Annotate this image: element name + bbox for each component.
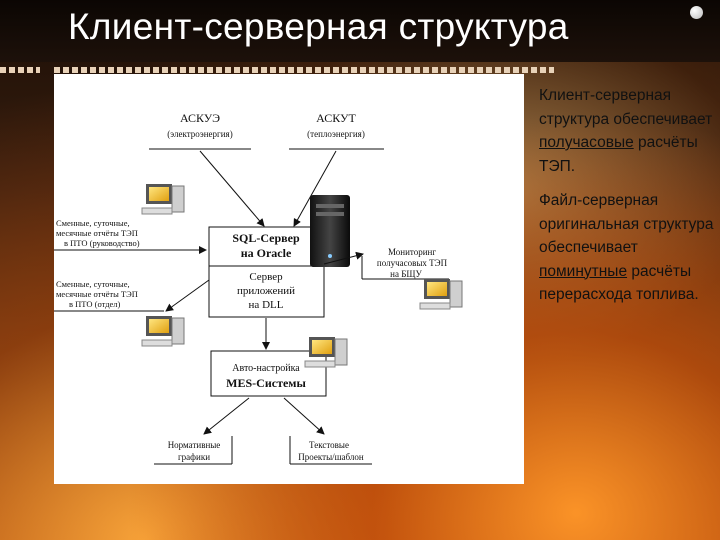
askut-title: АСКУТ [316,111,356,125]
bullet-2-text: Файл-серверная оригинальная структура об… [539,192,714,256]
askut-subtitle: (теплоэнергия) [307,129,365,139]
mes-line1: Авто-настройка [232,363,300,374]
server-tower-icon [310,195,350,267]
reports-management-line: Сменные, суточные, [56,218,130,228]
reports-staff-line: Сменные, суточные, [56,279,130,289]
arrow-to-reports-staff [165,279,210,312]
title-bar [0,0,720,62]
bullet-2-tail: расчёты перерасхода топлива. [539,262,699,304]
dashed-divider [54,67,554,73]
normative-line: Нормативные [168,440,221,450]
normative-line: графики [178,452,210,462]
bullet-1-text: Клиент-серверная структура обеспечивает [539,87,713,128]
arrow-mes-normative [203,397,250,435]
bullet-paragraph-2: Файл-серверная оригинальная структура об… [539,189,714,307]
monitoring-box: Мониторинг получасовых ТЭП на БЩУ [361,247,449,280]
askue-subtitle: (электроэнергия) [167,129,232,139]
reports-staff-line: месячные отчёты ТЭП [56,289,138,299]
arrow-mes-templates [283,397,325,435]
monitoring-line: получасовых ТЭП [377,258,448,268]
slide-title: Клиент-серверная структура [68,6,569,47]
mes-line2: MES-Системы [226,376,306,390]
server-block: SQL-Сервер на Oracle Сервер приложений н… [208,226,325,318]
monitoring-line: на БЩУ [390,269,422,279]
reports-management-box: Сменные, суточные, месячные отчёты ТЭП в… [54,218,164,251]
bullet-2-underlined: поминутные [539,262,628,280]
askut-box: АСКУТ (теплоэнергия) [289,111,384,150]
app-server-line: на DLL [249,299,284,311]
text-templates-line: Проекты/шаблон [298,452,364,462]
askue-box: АСКУЭ (электроэнергия) [149,111,251,150]
bullet-1-tail: расчёты ТЭП. [539,134,698,175]
workstation-icon [141,184,185,215]
workstation-icon [304,337,348,368]
reports-staff-line: в ПТО (отдел) [69,299,121,309]
reports-management-line: в ПТО (руководство) [64,238,140,248]
arrow-to-monitoring [323,251,364,265]
bullet-dot-icon [690,6,703,19]
bullet-1-underlined: получасовые [539,134,634,151]
text-templates-line: Текстовые [309,440,349,450]
workstation-icon [419,279,463,310]
workstation-icon [141,316,185,347]
normative-box: Нормативные графики [154,436,233,465]
app-server-line: Сервер [249,271,283,283]
app-server-line: приложений [237,285,295,297]
askue-title: АСКУЭ [180,111,220,125]
text-templates-box: Текстовые Проекты/шаблон [289,436,372,465]
structure-diagram: АСКУЭ (электроэнергия) АСКУТ (теплоэнерг… [54,111,463,465]
dashed-divider-left [0,67,40,73]
diagram-panel: АСКУЭ (электроэнергия) АСКУТ (теплоэнерг… [54,74,524,484]
bullet-text: Клиент-серверная структура обеспечивает … [539,84,714,318]
sql-server-line: на Oracle [241,246,292,260]
sql-server-line: SQL-Сервер [232,231,300,245]
reports-staff-box: Сменные, суточные, месячные отчёты ТЭП в… [54,279,164,312]
reports-management-line: месячные отчёты ТЭП [56,228,138,238]
bullet-paragraph-1: Клиент-серверная структура обеспечивает … [539,84,714,178]
mes-box: Авто-настройка MES-Системы [210,350,327,397]
monitoring-line: Мониторинг [388,247,436,257]
arrow-askut-sql [293,150,337,227]
arrow-askue-sql [199,150,265,227]
